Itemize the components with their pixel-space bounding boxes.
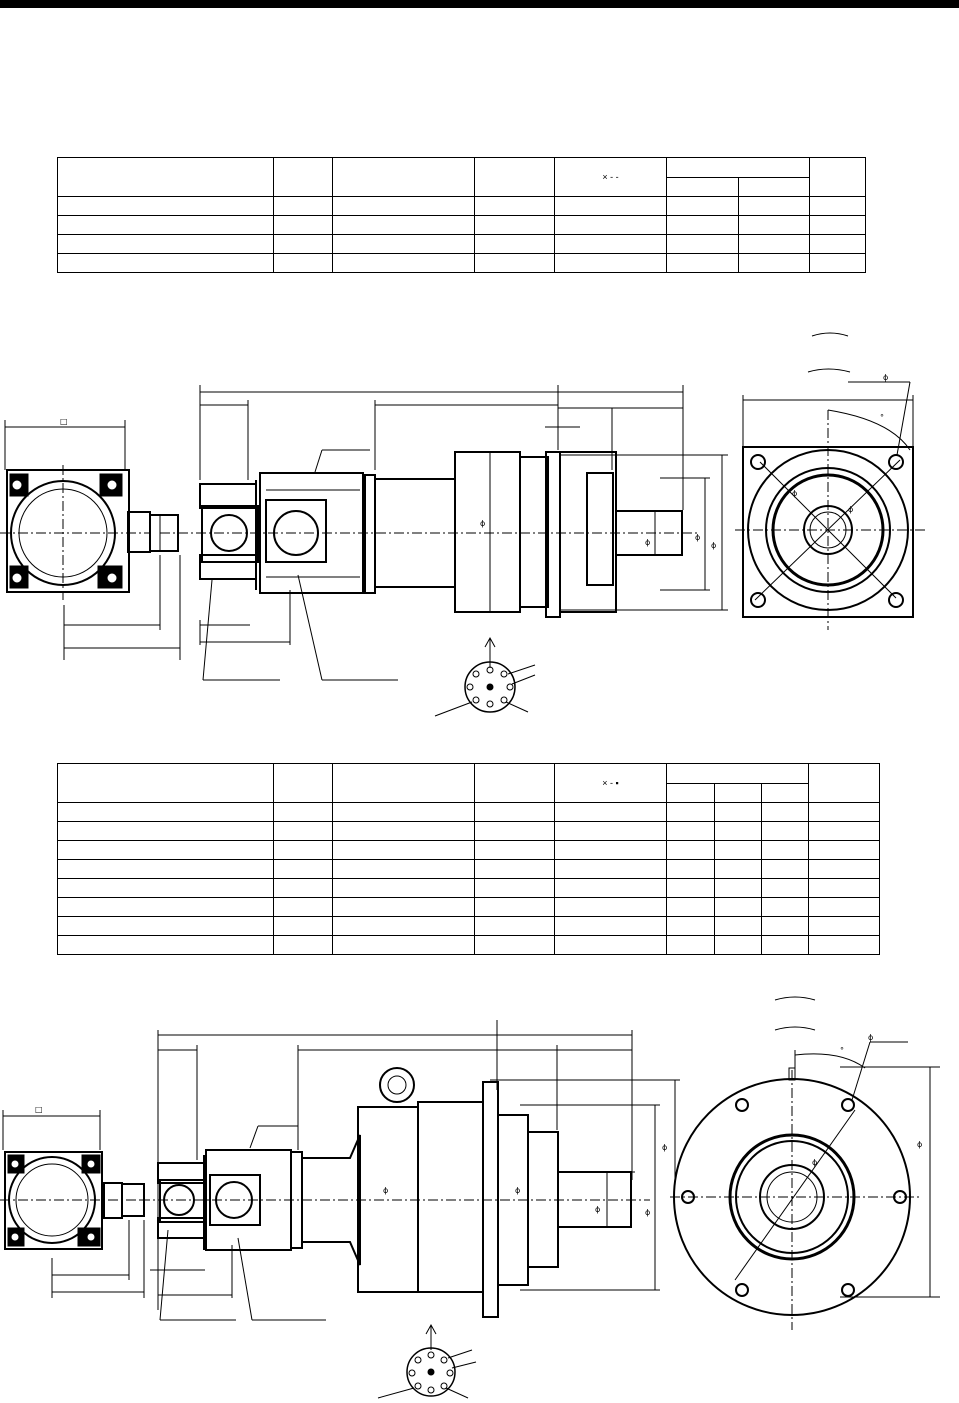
spec-table-1: × - - [57,157,866,273]
square-mark: □ [35,1105,43,1114]
header-cell [332,763,475,803]
header-cell [332,157,475,197]
front-view-1: ϕ ° ϕ ϕ [735,333,925,630]
header-cell [273,763,333,803]
header-cell [808,763,881,803]
header-group-cell [666,157,810,178]
header-cell [57,157,274,197]
header-symbol: × - - [554,157,667,197]
square-mark: □ [60,417,68,426]
side-view-2: ϕ ϕ ϕ ϕ ϕ [140,1020,680,1320]
phi-mark: ϕ [883,373,888,382]
side-view-1: ϕ ϕ ϕ ϕ [160,385,728,680]
phi-mark: ϕ [695,533,700,542]
phi-mark: ϕ [662,1143,667,1152]
page-top-rule [0,0,959,8]
table-row [57,215,866,235]
table-row [57,840,881,860]
spec-table-2: × - ▪ [57,763,881,955]
phi-mark: ϕ [595,1205,600,1214]
table-row [57,897,881,917]
rear-view-1: □ [0,417,180,660]
phi-mark: ϕ [383,1186,388,1195]
phi-mark: ϕ [917,1140,922,1149]
front-view-2: ϕ ° ϕ ϕ [670,997,940,1330]
phi-mark: ϕ [868,1033,873,1042]
connector-pin-diagram-icon [378,1325,476,1398]
header-cell [57,763,274,803]
table-row [57,878,881,898]
table-row [57,196,866,216]
header-subcell [738,176,810,197]
table-row [57,253,866,273]
table-row [57,802,881,822]
phi-mark: ϕ [645,1208,650,1217]
header-subcell [666,176,739,197]
table-header-row: × - - [57,157,866,197]
table-row [57,916,881,936]
motor-drawing-1: □ [0,320,959,730]
phi-mark: ϕ [645,538,650,547]
phi-mark: ϕ [711,541,716,550]
table-row [57,234,866,254]
table-row [57,821,881,841]
header-symbol: × - ▪ [554,763,667,803]
table-row [57,859,881,879]
table-header-row: × - ▪ [57,763,881,803]
header-cell [273,157,333,197]
phi-mark: ϕ [792,489,797,498]
header-cell [474,157,555,197]
phi-mark: ϕ [515,1186,520,1195]
degree-mark: ° [840,1046,844,1055]
header-cell [809,157,866,197]
table-row [57,935,881,955]
motor-drawing-2: □ [0,985,959,1403]
degree-mark: ° [880,413,884,422]
connector-pin-diagram-icon [435,638,535,716]
phi-mark: ϕ [812,1158,817,1167]
rear-view-2: □ [0,1105,144,1298]
header-group-cell [665,763,810,784]
header-cell [474,763,555,803]
phi-mark: ϕ [480,519,485,528]
phi-mark: ϕ [848,505,853,514]
